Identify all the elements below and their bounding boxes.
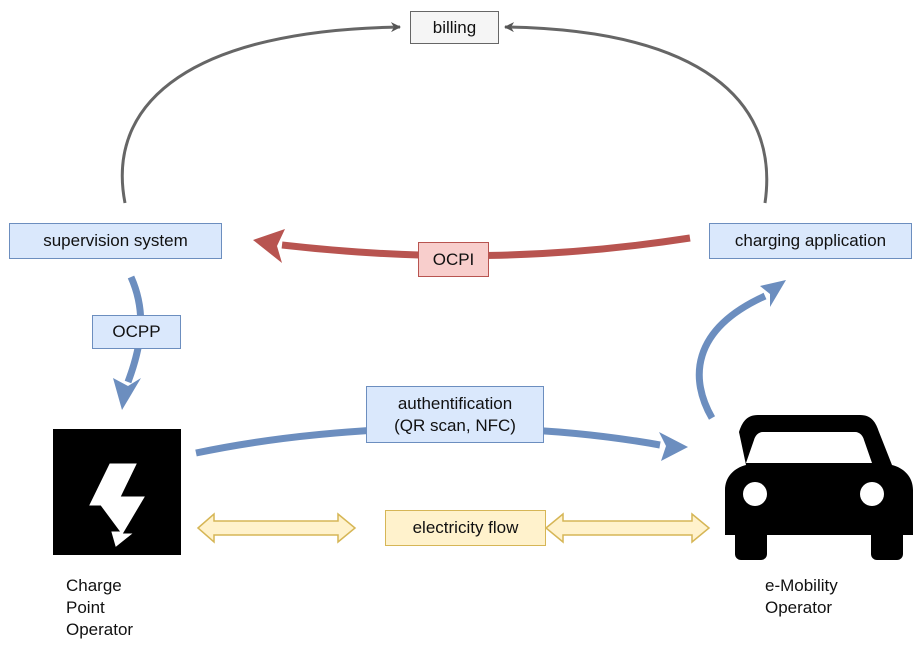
charge-point-operator-caption: Charge Point Operator (66, 575, 133, 641)
electricity-flow-label: electricity flow (385, 510, 546, 546)
high-voltage-lightning-icon (53, 429, 181, 555)
billing-node: billing (410, 11, 499, 44)
supervision-to-billing-arrow (120, 22, 401, 204)
authentification-arrowhead (659, 432, 688, 461)
ocpp-arrowhead (113, 378, 141, 410)
caption-line: Operator (66, 620, 134, 639)
caption-line: e-Mobility (765, 576, 838, 595)
ocpp-label: OCPP (92, 315, 181, 349)
charging-application-node: charging application (709, 223, 912, 259)
car-icon (725, 415, 913, 560)
ocpi-label: OCPI (418, 242, 489, 277)
car-to-charging-app-arrowhead (760, 280, 786, 307)
emobility-operator-caption: e-Mobility Operator (765, 575, 838, 619)
ocpi-arrow (281, 234, 691, 260)
authentification-line-2: (QR scan, NFC) (394, 415, 516, 435)
supervision-system-node: supervision system (9, 223, 222, 259)
car-to-charging-app-arrow (695, 292, 767, 420)
electricity-flow-right-arrow (544, 512, 711, 544)
electricity-flow-left-arrow (196, 512, 357, 544)
charging-app-to-billing-arrow (504, 22, 769, 204)
caption-line: Point (66, 598, 105, 617)
caption-line: Operator (765, 598, 833, 617)
authentification-label: authentification (QR scan, NFC) (366, 386, 544, 443)
ocpi-arrowhead (253, 229, 285, 263)
authentification-line-1: authentification (397, 393, 513, 413)
caption-line: Charge (66, 576, 122, 595)
